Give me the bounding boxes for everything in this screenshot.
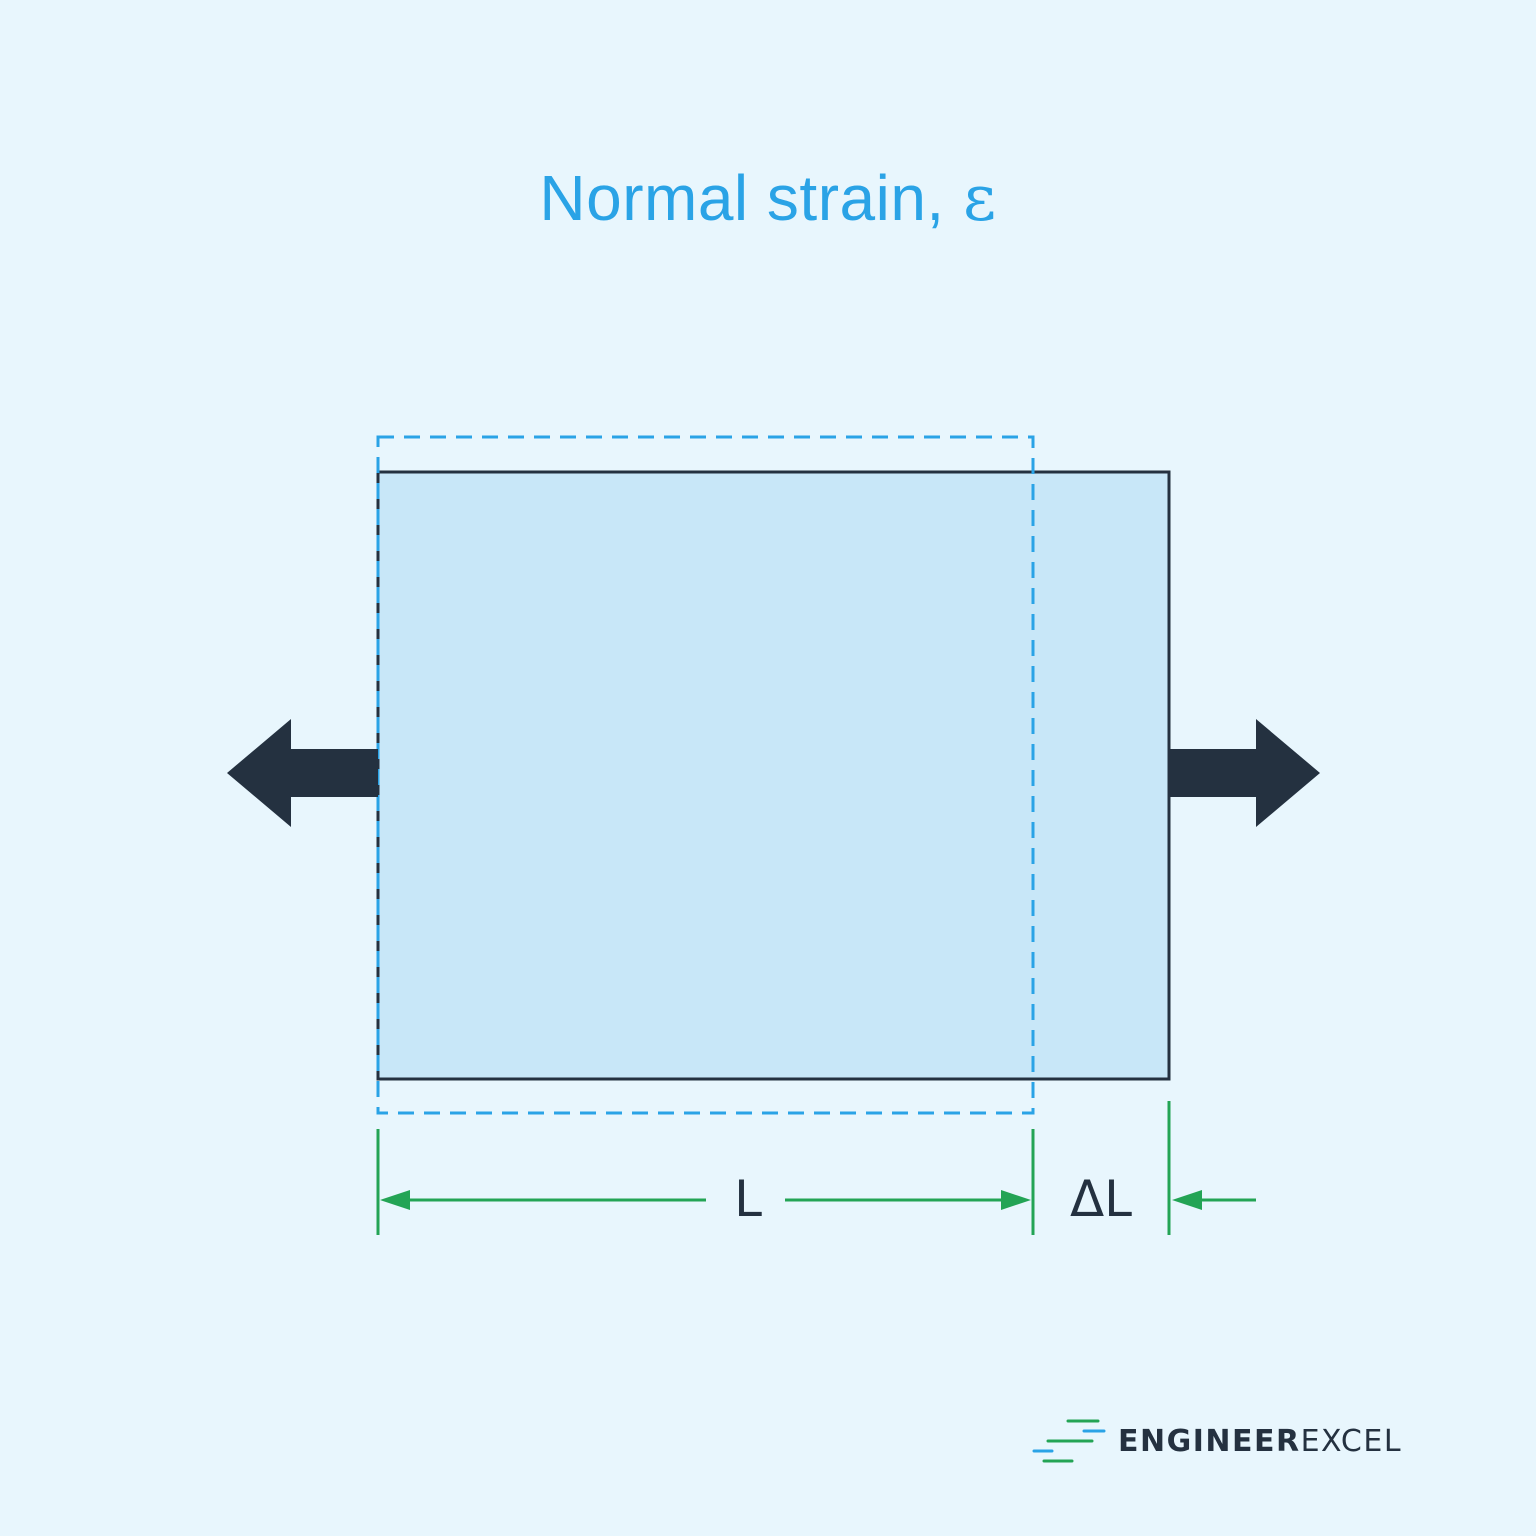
- length-arrowhead-left: [380, 1190, 410, 1210]
- length-arrowhead-right: [1001, 1190, 1031, 1210]
- brand-name-part1: ENGINEER: [1118, 1424, 1301, 1459]
- brand-name-part2: EXCEL: [1300, 1424, 1403, 1459]
- title-text: Normal strain,: [539, 162, 945, 234]
- diagram-title: Normal strain, ε: [0, 158, 1536, 239]
- strain-symbol: ε: [962, 162, 997, 236]
- arrow-left-icon: [227, 719, 378, 827]
- brand-name: ENGINEEREXCEL: [1118, 1416, 1402, 1468]
- brand-logo: ENGINEEREXCEL: [1032, 1416, 1402, 1468]
- engineerexcel-logo-icon: [1032, 1419, 1106, 1463]
- elongation-label: ΔL: [1070, 1170, 1132, 1228]
- length-label: L: [734, 1170, 762, 1228]
- arrow-right-icon: [1169, 719, 1320, 827]
- elongation-arrowhead: [1172, 1190, 1202, 1210]
- deformed-specimen: [376, 470, 1171, 1081]
